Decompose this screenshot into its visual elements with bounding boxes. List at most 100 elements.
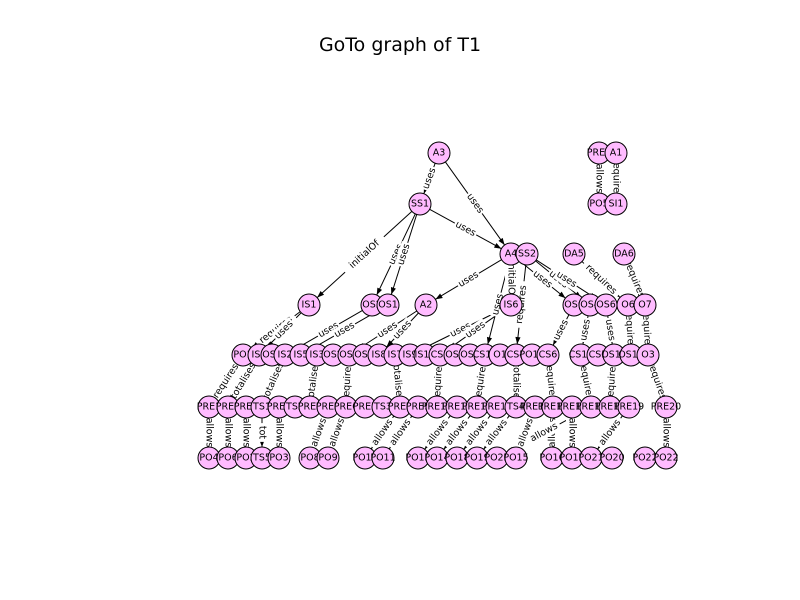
node-circle bbox=[604, 141, 628, 165]
node-label: PRE3 bbox=[234, 402, 258, 413]
node-pre2: PRE2 bbox=[216, 395, 240, 419]
edge-arrowhead bbox=[317, 290, 325, 298]
edge-label-text: allows bbox=[274, 418, 285, 448]
edge-label: allows bbox=[593, 160, 605, 197]
node-label: PO18 bbox=[444, 453, 469, 464]
node-circle bbox=[297, 293, 321, 317]
node-a2: A2 bbox=[414, 293, 438, 317]
edge-label-text: requires bbox=[611, 159, 622, 198]
node-label: PO8 bbox=[300, 453, 319, 464]
edge-label: allows bbox=[273, 414, 285, 451]
node-label: SS2 bbox=[518, 249, 536, 260]
node-label: IS10 bbox=[415, 350, 436, 361]
node-po2: PO2 bbox=[234, 446, 258, 470]
edge-label-text: allows bbox=[597, 417, 624, 447]
node-label: PRE16 bbox=[557, 402, 587, 413]
edge-arrowhead bbox=[515, 336, 521, 345]
node-label: PO5 bbox=[589, 199, 608, 210]
node-label: PO9 bbox=[318, 453, 337, 464]
node-label: A4 bbox=[505, 249, 518, 260]
node-label: PRE4 bbox=[298, 402, 322, 413]
edge-label-text: requires bbox=[623, 310, 636, 349]
node-is8: IS8 bbox=[367, 343, 391, 367]
edge-arrowhead bbox=[390, 287, 396, 295]
node-circle bbox=[636, 343, 660, 367]
node-label: PO3 bbox=[269, 453, 288, 464]
node-label: A1 bbox=[610, 148, 623, 159]
node-po3: PO3 bbox=[267, 446, 291, 470]
node-label: PO2 bbox=[236, 453, 255, 464]
edge-label-text: allows bbox=[241, 418, 252, 448]
edge-label: uses bbox=[602, 317, 618, 343]
node-pre2b: PRE2 bbox=[267, 395, 291, 419]
node-label: PRE11 bbox=[442, 402, 472, 413]
node-circle bbox=[536, 343, 560, 367]
edge-label-text: uses bbox=[578, 318, 593, 341]
edge-label: uses bbox=[454, 268, 483, 291]
node-label: TS5 bbox=[252, 453, 271, 464]
node-label: PO11 bbox=[370, 453, 395, 464]
node-a4: A4 bbox=[499, 242, 523, 266]
node-label: IS5 bbox=[294, 350, 309, 361]
node-label: PO22 bbox=[632, 453, 657, 464]
node-po18: PO18 bbox=[444, 446, 470, 470]
edge-label: uses bbox=[394, 241, 414, 268]
edge-label-text: tot bbox=[257, 426, 268, 440]
node-label: PRE15 bbox=[538, 402, 568, 413]
edge-label-text: initialOf bbox=[506, 261, 517, 299]
node-label: PRE9 bbox=[406, 402, 430, 413]
edge-label: allows bbox=[240, 414, 252, 451]
node-label: OS8 bbox=[354, 350, 374, 361]
edge-label: allows bbox=[203, 414, 215, 451]
edge-label-text: totalises bbox=[305, 360, 321, 401]
edge-label-text: allows bbox=[567, 418, 578, 448]
edge-label: initialOf bbox=[341, 232, 388, 277]
node-label: PO6 bbox=[218, 453, 237, 464]
node-po13: PO13 bbox=[405, 446, 431, 470]
edge-label: requires bbox=[639, 306, 654, 354]
node-label: CS7 bbox=[431, 350, 450, 361]
edge-label-text: uses bbox=[603, 318, 617, 341]
edge-label-text: requires bbox=[622, 259, 647, 299]
node-is1: IS1 bbox=[297, 293, 321, 317]
node-os10: OS10 bbox=[601, 343, 627, 367]
edge-label: requires bbox=[604, 357, 620, 405]
node-label: PO4 bbox=[199, 453, 218, 464]
node-pre19: PRE19 bbox=[614, 395, 644, 419]
node-label: PO10 bbox=[519, 350, 544, 361]
edge-label-text: requires bbox=[605, 361, 619, 401]
edge-label: totalises bbox=[389, 354, 406, 408]
node-label: IS1 bbox=[302, 300, 317, 311]
edge-label: allows bbox=[660, 414, 672, 451]
node-label: O6 bbox=[621, 300, 635, 311]
edge-label: uses bbox=[451, 217, 480, 241]
node-label: O7 bbox=[638, 300, 652, 311]
node-label: CS12 bbox=[473, 350, 498, 361]
node-label: O1 bbox=[493, 350, 507, 361]
node-ts1: TS1 bbox=[250, 395, 274, 419]
edge-label-text: requires bbox=[577, 361, 595, 401]
edge-label-text: allows bbox=[223, 418, 234, 448]
node-ts5: TS5 bbox=[250, 446, 274, 470]
node-ss2: SS2 bbox=[515, 242, 539, 266]
node-label: TS1 bbox=[252, 402, 271, 413]
node-da6: DA6 bbox=[612, 242, 636, 266]
edge-label: requires bbox=[579, 259, 623, 300]
edge-label: requires bbox=[610, 155, 622, 202]
edge-label: requires bbox=[431, 357, 446, 405]
node-label: OS6 bbox=[564, 300, 584, 311]
node-label: PRE4 bbox=[587, 148, 611, 159]
node-si1: SI1 bbox=[604, 192, 628, 216]
node-label: PRE8 bbox=[388, 402, 412, 413]
node-circle bbox=[504, 446, 528, 470]
node-label: PO20 bbox=[484, 453, 509, 464]
node-label: O3 bbox=[641, 350, 655, 361]
node-circle bbox=[414, 293, 438, 317]
edge-label-text: allows bbox=[327, 417, 347, 449]
edge-arrowhead bbox=[386, 340, 394, 347]
node-label: PO21 bbox=[578, 453, 603, 464]
node-label: CS4 bbox=[507, 350, 526, 361]
node-label: OS8 bbox=[445, 350, 465, 361]
